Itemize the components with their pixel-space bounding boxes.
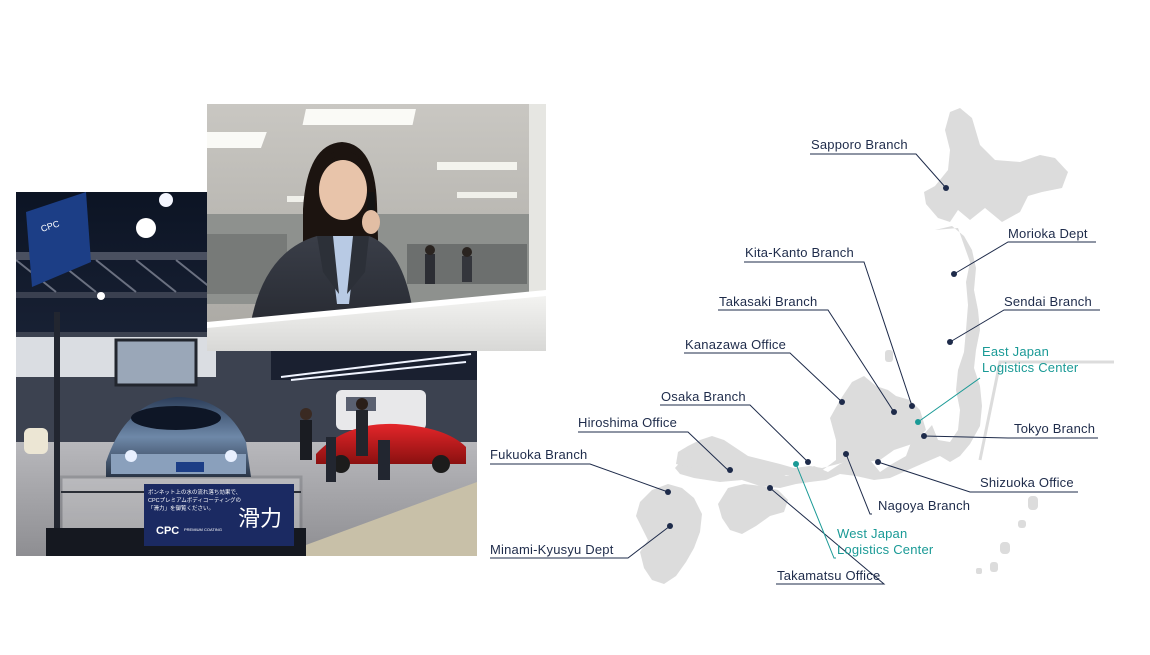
leader-shizuoka: [877, 461, 1078, 493]
okinawa-inset-divider: [978, 360, 1114, 461]
shikoku-island: [718, 484, 788, 534]
label-sapporo: Sapporo Branch: [811, 137, 908, 152]
leader-kanazawa: [684, 352, 843, 403]
marker-shizuoka: [875, 459, 881, 465]
office-staff-photo: [207, 104, 546, 351]
marker-minami-kyusyu: [667, 523, 673, 529]
leader-morioka: [953, 241, 1096, 275]
honshu-west-island-part: [676, 376, 926, 476]
logistics-leader-lines: [795, 377, 981, 559]
label-fukuoka: Fukuoka Branch: [490, 447, 588, 462]
label-kanazawa: Kanazawa Office: [685, 337, 787, 352]
label-east-japan-logistics: East Japan Logistics Center: [982, 344, 1078, 376]
logistics-markers: [793, 419, 921, 467]
sado-island: [885, 350, 893, 362]
marker-kita-kanto: [909, 403, 915, 409]
marker-east-japan-logistics: [915, 419, 921, 425]
marker-takamatsu: [767, 485, 773, 491]
island-small: [1018, 520, 1026, 528]
label-minami-kyusyu: Minami-Kyusyu Dept: [490, 542, 614, 557]
label-east-japan-logistics-line2: Logistics Center: [982, 360, 1079, 375]
leader-minami-kyusyu: [490, 525, 671, 559]
label-kita-kanto: Kita-Kanto Branch: [745, 245, 854, 260]
kyushu-island: [636, 484, 702, 584]
japan-map-graphic: [490, 108, 1114, 585]
marker-takasaki: [891, 409, 897, 415]
booth-sign-text-2: CPCプレミアムボディコーティングの: [148, 496, 241, 504]
marker-osaka: [805, 459, 811, 465]
marker-kanazawa: [839, 399, 845, 405]
okinawa-island: [1028, 496, 1038, 510]
booth-sign-text-1: ボンネット上の水の流れ落ち効果で、: [148, 488, 241, 496]
booth-sign-kanji: 滑力: [238, 507, 282, 532]
booth-sign-brand-sub: PREMIUM COATING: [184, 527, 222, 532]
label-takamatsu: Takamatsu Office: [777, 568, 881, 583]
label-takasaki: Takasaki Branch: [719, 294, 818, 309]
japan-branch-map: Sapporo Branch Morioka Dept Kita-Kanto B…: [480, 100, 1140, 600]
label-tokyo: Tokyo Branch: [1014, 421, 1096, 436]
leader-takamatsu: [769, 487, 886, 585]
marker-hiroshima: [727, 467, 733, 473]
booth-sign-brand: CPC: [156, 525, 179, 537]
island-small: [976, 568, 982, 574]
island-small: [1000, 542, 1010, 554]
leader-tokyo: [923, 435, 1098, 439]
marker-west-japan-logistics: [793, 461, 799, 467]
label-osaka: Osaka Branch: [661, 389, 746, 404]
marker-sendai: [947, 339, 953, 345]
leader-lines: [490, 153, 1100, 585]
leader-takasaki: [718, 309, 895, 413]
label-sendai: Sendai Branch: [1004, 294, 1092, 309]
marker-tokyo: [921, 433, 927, 439]
leader-east-japan-logistics: [917, 377, 981, 423]
japan-landmass: [636, 108, 1068, 584]
label-hiroshima: Hiroshima Office: [578, 415, 678, 430]
label-morioka: Morioka Dept: [1008, 226, 1088, 241]
branch-markers: [665, 185, 957, 529]
leader-kita-kanto: [744, 261, 913, 407]
leader-sendai: [949, 309, 1100, 343]
marker-fukuoka: [665, 489, 671, 495]
booth-sign-text-3: 「滑力」を御覧ください。: [148, 504, 214, 512]
label-west-japan-logistics-line1: West Japan: [837, 526, 908, 541]
marker-sapporo: [943, 185, 949, 191]
label-shizuoka: Shizuoka Office: [980, 475, 1074, 490]
leader-nagoya: [845, 453, 872, 515]
leader-hiroshima: [578, 431, 731, 473]
marker-morioka: [951, 271, 957, 277]
hokkaido-island: [924, 108, 1068, 222]
label-nagoya: Nagoya Branch: [878, 498, 971, 513]
island-small: [990, 562, 998, 572]
label-east-japan-logistics-line1: East Japan: [982, 344, 1050, 359]
honshu-island: [675, 226, 982, 488]
leader-fukuoka: [490, 463, 669, 493]
marker-nagoya: [843, 451, 849, 457]
leader-sapporo: [810, 153, 947, 189]
leader-west-japan-logistics: [795, 463, 836, 559]
label-west-japan-logistics: West Japan Logistics Center: [837, 526, 933, 558]
label-west-japan-logistics-line2: Logistics Center: [837, 542, 934, 557]
leader-osaka: [660, 404, 809, 463]
